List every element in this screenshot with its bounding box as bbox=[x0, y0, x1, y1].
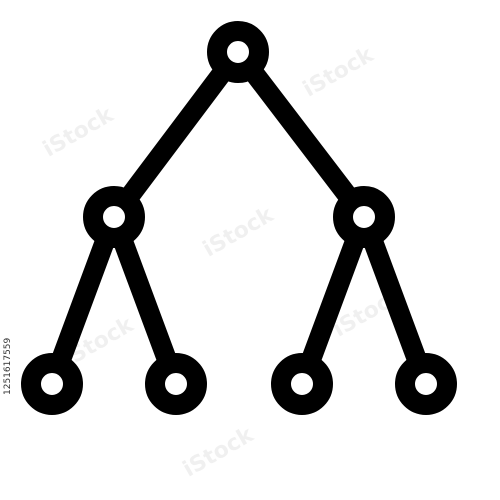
child-node-right bbox=[333, 186, 395, 248]
leaf-node bbox=[145, 353, 207, 415]
child-node-left bbox=[83, 186, 145, 248]
stock-id-label: 1251617559 bbox=[3, 337, 13, 395]
leaf-node bbox=[395, 353, 457, 415]
tree-edge bbox=[104, 42, 248, 227]
tree-nodes bbox=[21, 21, 457, 415]
leaf-node bbox=[271, 353, 333, 415]
tree-edge bbox=[228, 42, 374, 227]
root-node bbox=[207, 21, 269, 83]
leaf-node bbox=[21, 353, 83, 415]
